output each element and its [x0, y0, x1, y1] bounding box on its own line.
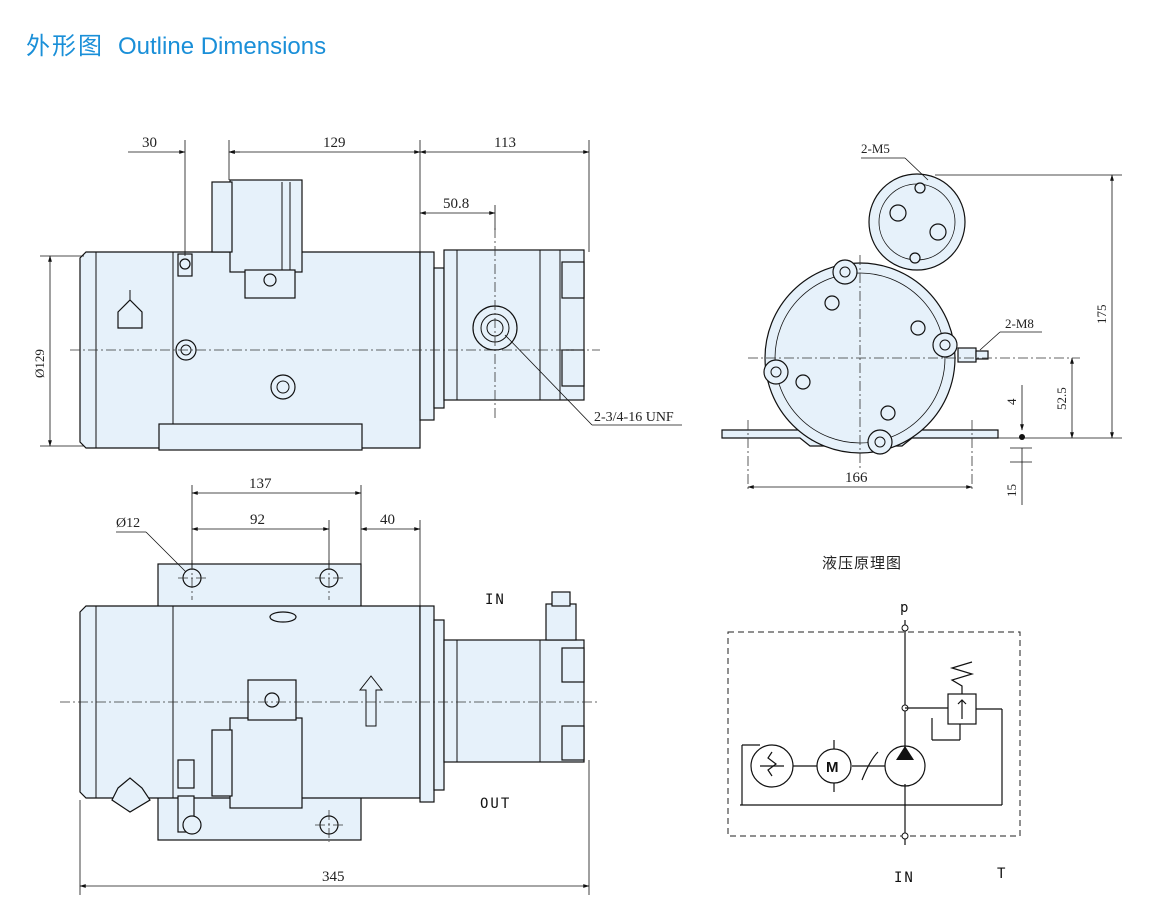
mount-hole: [182, 815, 202, 835]
label-schematic-in: IN: [894, 870, 915, 886]
label-schematic-t: T: [997, 866, 1007, 882]
dim-dia-12: Ø12: [116, 516, 140, 531]
dim-50-8: 50.8: [443, 196, 469, 212]
schematic-title: 液压原理图: [822, 554, 902, 572]
dim-15: 15: [1004, 484, 1019, 497]
front-base-plate: [158, 423, 363, 451]
dim-30: 30: [142, 135, 157, 151]
schematic-envelope: [727, 631, 1021, 837]
dim-129: 129: [323, 135, 346, 151]
dim-166: 166: [845, 470, 868, 486]
top-pump-body: [443, 639, 585, 763]
hydraulic-schematic: 液压原理图 p: [727, 554, 1021, 886]
callout-2-m8: 2-M8: [1005, 316, 1034, 331]
front-solenoid: [229, 179, 303, 273]
top-view: 137 92 40 Ø12 345 IN OUT: [60, 476, 600, 895]
dim-345: 345: [322, 869, 345, 885]
title-english: Outline Dimensions: [118, 33, 327, 60]
front-torx-screw: [270, 374, 296, 400]
dim-137: 137: [249, 476, 272, 492]
label-p: p: [900, 600, 910, 616]
label-in: IN: [485, 592, 506, 608]
title-chinese: 外形图: [26, 32, 104, 60]
port-callout: 2-3/4-16 UNF: [594, 410, 674, 425]
dim-52-5: 52.5: [1054, 387, 1069, 410]
side-solenoid: [868, 173, 966, 271]
label-out: OUT: [480, 796, 511, 812]
dim-113: 113: [494, 135, 516, 151]
dim-175: 175: [1094, 305, 1109, 325]
dim-40: 40: [380, 512, 395, 528]
top-solenoid: [229, 717, 303, 809]
dim-92: 92: [250, 512, 265, 528]
side-view: 175 52.5 4 15 166 2-M5 2-M8: [721, 141, 1122, 505]
page-title: 外形图 Outline Dimensions: [26, 26, 326, 61]
flow-arrow: [358, 675, 384, 727]
dim-dia-129: Ø129: [32, 349, 47, 378]
motor-label: M: [826, 759, 839, 776]
front-view: 30 129 113 50.8 Ø129 2-3/4-16 UNF: [32, 135, 682, 451]
callout-2-m5: 2-M5: [861, 141, 890, 156]
dim-4: 4: [1004, 398, 1019, 405]
